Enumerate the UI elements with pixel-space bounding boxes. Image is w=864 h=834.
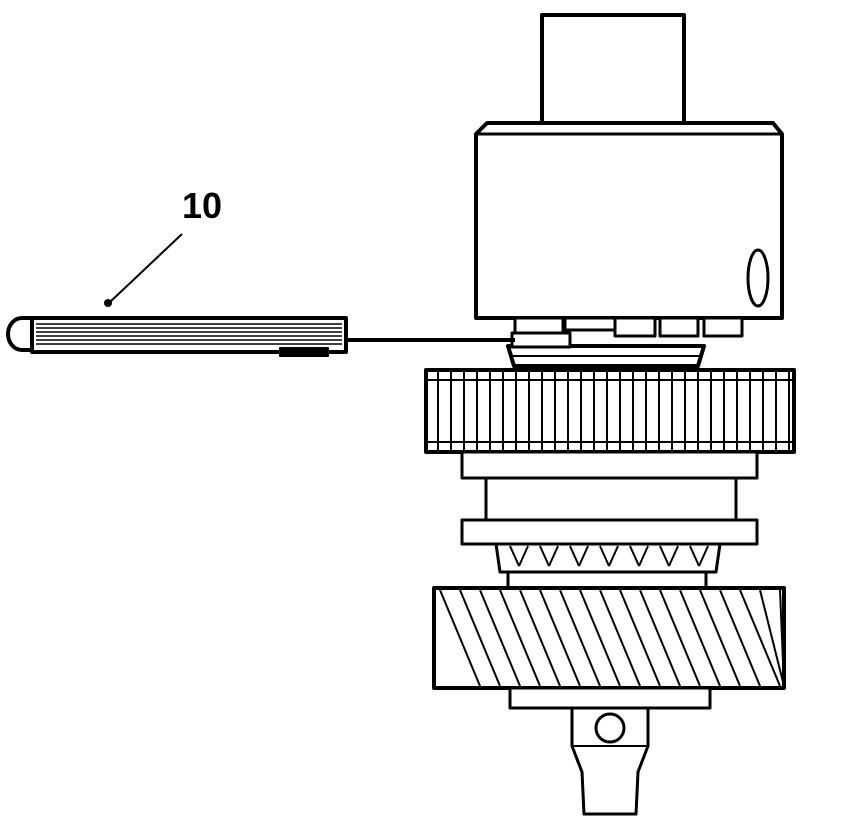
spline-tooth [578, 545, 589, 567]
reference-label: 10 [182, 185, 222, 226]
helical-gear-tooth [759, 589, 785, 687]
spline-tooth [548, 545, 559, 567]
spline-tooth [518, 545, 529, 567]
handle-body [30, 316, 348, 354]
spline-tooth [638, 545, 649, 567]
spline-tooth [569, 545, 580, 567]
handle-clip [279, 347, 329, 357]
spline-neck [506, 570, 708, 590]
reference-leader-dot [104, 299, 112, 307]
reference-leader-line [109, 233, 183, 303]
spline-teeth [509, 545, 709, 567]
helical-gear-tooth [499, 589, 541, 687]
spline-tooth [689, 545, 700, 567]
upper-gear-teeth [426, 372, 794, 450]
helical-gear-tooth [599, 589, 641, 687]
spline-tooth [698, 545, 709, 567]
spline-tooth [659, 545, 670, 567]
spline-tooth [668, 545, 679, 567]
spline-tooth [509, 545, 520, 567]
shaft-end [570, 706, 650, 816]
helical-gear-tooth [659, 589, 701, 687]
middle-washer [460, 518, 759, 546]
spline-tooth [608, 545, 619, 567]
helical-gear-tooth [559, 589, 601, 687]
helical-gear-tooth [519, 589, 561, 687]
housing-tab-3 [658, 316, 700, 338]
helical-gear-tooth [679, 589, 721, 687]
spline-tooth [629, 545, 640, 567]
helical-gear-tooth [779, 589, 785, 687]
handle-grooves [36, 323, 342, 345]
spline-tooth [599, 545, 610, 567]
helical-gear-tooth [699, 589, 741, 687]
helical-gear-tooth [579, 589, 621, 687]
middle-sleeve [484, 476, 738, 522]
helical-gear-tooth [459, 589, 501, 687]
bottom-hub [508, 686, 712, 710]
upper-gear [424, 368, 796, 454]
helical-gear-teeth [439, 589, 785, 687]
housing-body [474, 121, 784, 320]
helical-gear-tooth [439, 589, 481, 687]
helical-gear-tooth [639, 589, 681, 687]
housing-oval-hole [746, 248, 770, 308]
housing-slot [563, 316, 617, 332]
top-stem [540, 13, 686, 127]
housing-tab-2 [613, 316, 657, 338]
upper-collar [460, 450, 759, 480]
helical-gear-tooth [539, 589, 581, 687]
helical-gear-tooth [739, 589, 781, 687]
clutch-plate-top [510, 331, 572, 349]
handle-tip [6, 316, 34, 352]
helical-gear-tooth [719, 589, 761, 687]
shaft-hole [594, 712, 626, 744]
spline-ring [494, 542, 722, 574]
helical-gear-tooth [619, 589, 661, 687]
helical-gear-tooth [479, 589, 521, 687]
housing-tab-4 [702, 316, 744, 338]
spline-tooth [539, 545, 550, 567]
